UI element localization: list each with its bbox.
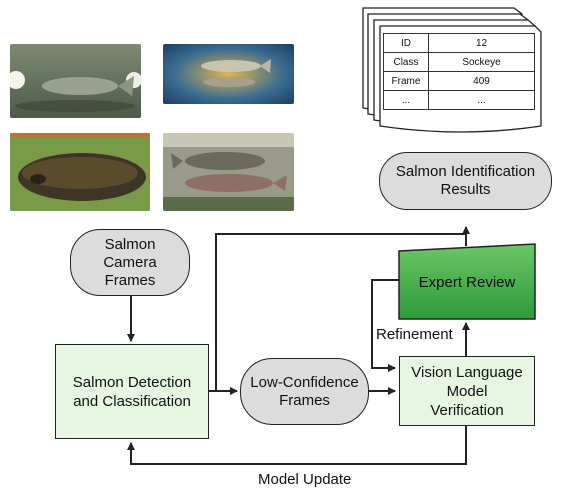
salmon-photo-4 [163,133,294,211]
node-label: Salmon [104,235,156,253]
salmon-photo-3 [10,133,150,211]
table-row: Class Sockeye [383,52,535,72]
table-value: 409 [428,71,535,91]
model-update-label: Model Update [258,471,352,488]
node-label: Verification [430,401,504,419]
table-key: ID [383,33,429,53]
table-value: ... [428,90,535,110]
table-key: Class [383,52,429,72]
node-label: Low-Confidence [250,373,359,391]
camera-frames-node: Salmon Camera Frames [70,229,190,296]
table-value: 12 [428,33,535,53]
expert-review-label: Expert Review [418,274,516,291]
arrow-refinement [371,279,399,372]
vlm-node: Vision Language Model Verification [399,356,535,426]
refinement-label: Refinement [376,326,453,343]
node-label: and Classification [73,392,191,410]
table-row: ID 12 [383,33,535,53]
results-node: Salmon Identification Results [379,152,552,210]
node-label: Camera [103,253,157,271]
node-label: Results [440,181,491,198]
node-label: Salmon Detection [72,373,192,391]
salmon-photo-1 [10,44,141,118]
table-key: Frame [383,71,429,91]
table-key: ... [383,90,429,110]
table-row: Frame 409 [383,71,535,91]
table-row: ... ... [383,90,535,110]
node-label: Frames [279,391,330,409]
node-label: Model [446,382,488,400]
node-label: Vision Language [411,363,523,381]
node-label: Salmon Identification [395,163,536,180]
detection-node: Salmon Detection and Classification [55,344,209,439]
salmon-photo-2 [163,44,294,104]
result-table: ID 12 Class Sockeye Frame 409 ... ... [383,33,535,110]
low-confidence-node: Low-Confidence Frames [240,358,369,425]
node-label: Frames [104,271,156,289]
table-value: Sockeye [428,52,535,72]
